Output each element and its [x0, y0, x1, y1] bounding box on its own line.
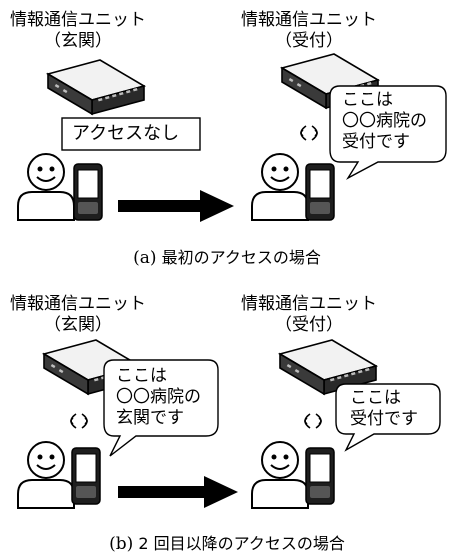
visitor-person-icon-after	[251, 441, 309, 509]
caption-text: 最初のアクセスの場合	[161, 248, 321, 267]
entrance-speech-bubble-text: ここは 〇〇病院の 玄関です	[116, 366, 201, 429]
entrance-unit-label: 情報通信ユニット （玄関）	[3, 294, 153, 336]
bubble-line: 受付です	[342, 132, 410, 152]
panel-first-access: 情報通信ユニット （玄関） 情報通信ユニット （受付） アクセスなし ここは 〇…	[0, 0, 454, 270]
speech-bubble-text: ここは 〇〇病院の 受付です	[342, 90, 427, 153]
reception-speech-bubble-text: ここは 受付です	[350, 388, 418, 430]
panel-b-illustration	[17, 339, 441, 509]
visitor-person-icon-after	[251, 153, 309, 221]
entrance-unit-label: 情報通信ユニット （玄関）	[3, 10, 153, 52]
caption-letter: (b)	[109, 534, 134, 554]
reception-unit-location: （受付）	[275, 31, 343, 51]
bubble-line: 〇〇病院の	[342, 111, 427, 131]
reception-unit-label: 情報通信ユニット （受付）	[234, 294, 384, 336]
transition-arrow	[118, 476, 238, 508]
caption-a: (a) 最初のアクセスの場合	[0, 244, 454, 268]
panel-repeat-access: 情報通信ユニット （玄関） 情報通信ユニット （受付） ここは 〇〇病院の 玄関…	[0, 284, 454, 554]
speech-bubble-shape	[329, 85, 447, 180]
panel-a-illustration	[17, 53, 447, 222]
caption-text: 2 回目以降のアクセスの場合	[138, 534, 345, 553]
visitor-person-icon	[17, 441, 75, 509]
entrance-unit-title: 情報通信ユニット	[10, 10, 146, 30]
bubble-line: ここは	[350, 388, 401, 408]
visitor-person-icon	[17, 153, 75, 221]
entrance-signal-waves-icon	[70, 413, 88, 429]
transition-arrow	[118, 190, 234, 222]
bubble-line: ここは	[116, 366, 167, 386]
bubble-line: 受付です	[350, 409, 418, 429]
no-access-label: アクセスなし	[72, 123, 180, 144]
bubble-line: 〇〇病院の	[116, 387, 201, 407]
reception-unit-title: 情報通信ユニット	[241, 10, 377, 30]
entrance-unit-location: （玄関）	[44, 31, 112, 51]
bubble-line: 玄関です	[116, 408, 184, 428]
caption-letter: (a)	[133, 248, 157, 268]
caption-b: (b) 2 回目以降のアクセスの場合	[0, 530, 454, 554]
entrance-unit-device-icon	[47, 59, 145, 115]
signal-waves-icon	[300, 125, 318, 141]
entrance-unit-title: 情報通信ユニット	[10, 294, 146, 314]
entrance-unit-location: （玄関）	[44, 315, 112, 335]
reception-unit-location: （受付）	[275, 315, 343, 335]
reception-unit-label: 情報通信ユニット （受付）	[234, 10, 384, 52]
reception-speech-bubble-shape	[335, 383, 441, 452]
smartphone-icon-after	[305, 447, 335, 505]
smartphone-icon	[71, 447, 101, 505]
bubble-line: ここは	[342, 90, 393, 110]
reception-unit-title: 情報通信ユニット	[241, 294, 377, 314]
entrance-speech-bubble-shape	[103, 359, 219, 457]
no-access-box	[61, 117, 201, 151]
smartphone-icon	[73, 163, 103, 221]
smartphone-icon-after	[305, 163, 335, 221]
reception-signal-waves-icon	[304, 413, 322, 429]
